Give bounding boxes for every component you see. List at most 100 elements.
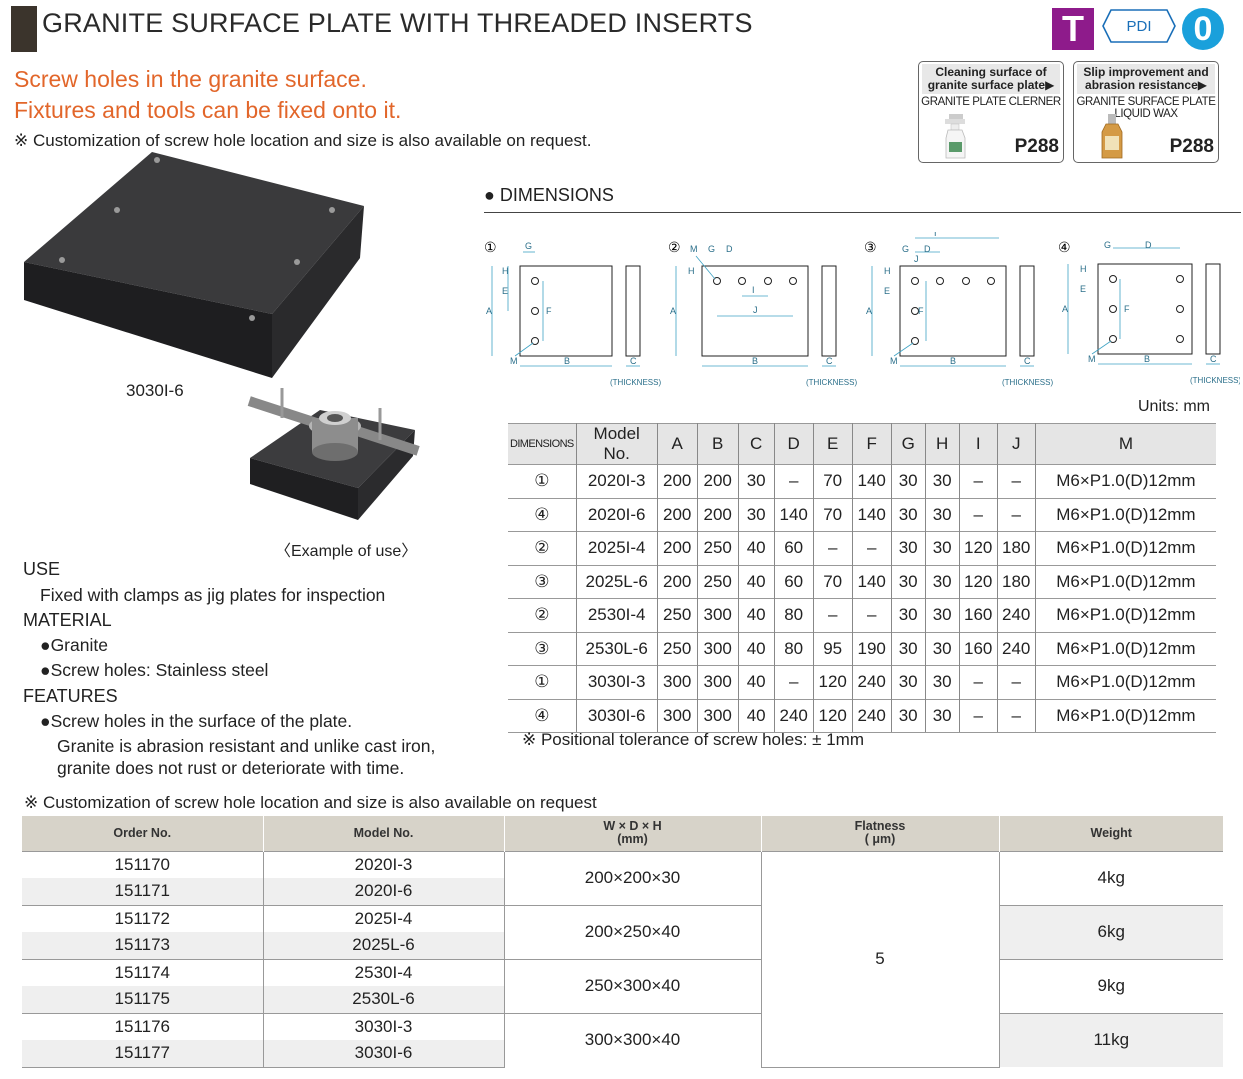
weight-cell: 9kg xyxy=(998,958,1223,1013)
plate-image-caption: 3030I-6 xyxy=(126,381,184,400)
order-no-cell: 151177 xyxy=(22,1040,263,1068)
table-cell: 30 xyxy=(890,598,926,632)
table-cell: 120 xyxy=(958,564,998,599)
features-heading: FEATURES xyxy=(23,686,118,706)
svg-text:G: G xyxy=(1104,240,1111,250)
dimensions-header-row: DIMENSIONS Model No. A B C D E F G H I J… xyxy=(508,423,1217,465)
product-name: GRANITE SURFACE PLATE LIQUID WAX xyxy=(1076,96,1216,120)
model-no-cell: 2020I-3 xyxy=(262,850,504,878)
table-cell: 240 xyxy=(996,631,1036,666)
table-cell: 95 xyxy=(812,631,853,666)
product-box-cleaner[interactable]: Cleaning surface of granite surface plat… xyxy=(918,61,1064,163)
table-cell: 2020I-3 xyxy=(575,464,658,498)
order-table: Order No. Model No. W × D × H(mm) Flatne… xyxy=(22,816,1223,1068)
model-no-header: Model No. xyxy=(262,816,504,851)
table-cell: 180 xyxy=(996,531,1036,565)
table-cell: 80 xyxy=(773,598,814,632)
table-cell: 40 xyxy=(737,564,775,599)
svg-text:E: E xyxy=(502,286,508,296)
table-cell: 30 xyxy=(890,497,926,532)
svg-text:D: D xyxy=(726,244,733,254)
table-cell: 30 xyxy=(924,665,960,699)
page-title: GRANITE SURFACE PLATE WITH THREADED INSE… xyxy=(42,8,753,38)
diagram-3: ③ I G D J H A E F B M C (THICKNESS) xyxy=(864,232,1053,387)
wdh-cell: 200×200×30 xyxy=(503,850,761,905)
table-cell: 240 xyxy=(851,665,892,699)
dimensions-divider xyxy=(484,212,1241,213)
table-cell: 300 xyxy=(656,665,698,699)
example-of-use-image xyxy=(247,388,420,520)
dimensions-table: DIMENSIONS Model No. A B C D E F G H I J… xyxy=(508,423,1217,733)
table-cell: 250 xyxy=(696,564,739,599)
table-cell: M6×P1.0(D)12mm xyxy=(1034,598,1217,632)
table-cell: – xyxy=(958,698,998,733)
svg-text:M: M xyxy=(510,356,518,366)
wdh-header: W × D × H(mm) xyxy=(503,816,761,851)
table-cell: ④ xyxy=(508,497,577,532)
table-cell: 60 xyxy=(773,564,814,599)
table-cell: – xyxy=(958,665,998,699)
model-no-cell: 2025L-6 xyxy=(262,932,504,959)
svg-text:F: F xyxy=(1124,304,1130,314)
features-line: granite does not rust or deteriorate wit… xyxy=(57,758,405,778)
order-customization-note: ※ Customization of screw hole location a… xyxy=(24,793,597,812)
diagram-4: ④ G D H A E F B M C (THICKNESS) xyxy=(1058,239,1240,385)
svg-text:(THICKNESS): (THICKNESS) xyxy=(1190,376,1240,385)
units-label: Units: mm xyxy=(1138,398,1210,415)
svg-text:D: D xyxy=(924,244,931,254)
table-cell: M6×P1.0(D)12mm xyxy=(1034,531,1217,565)
table-cell: 140 xyxy=(851,464,892,498)
spray-bottle-icon xyxy=(945,114,966,159)
table-cell: 240 xyxy=(851,698,892,733)
table-cell: 30 xyxy=(924,531,960,565)
svg-text:I: I xyxy=(752,285,755,295)
svg-text:C: C xyxy=(1210,354,1217,364)
model-no-cell: 3030I-6 xyxy=(262,1040,504,1068)
table-cell: ① xyxy=(508,464,577,498)
svg-text:G: G xyxy=(525,241,532,251)
table-cell: ③ xyxy=(508,564,577,599)
table-cell: 240 xyxy=(996,598,1036,632)
table-cell: 60 xyxy=(773,531,814,565)
table-cell: 30 xyxy=(737,464,775,498)
svg-text:G: G xyxy=(902,244,909,254)
svg-text:③: ③ xyxy=(864,239,877,255)
svg-text:F: F xyxy=(546,306,552,316)
wdh-cell: 250×300×40 xyxy=(503,958,761,1013)
table-cell: ② xyxy=(508,531,577,565)
svg-text:B: B xyxy=(950,356,956,366)
svg-text:J: J xyxy=(914,254,919,264)
svg-text:H: H xyxy=(884,266,891,276)
table-cell: 160 xyxy=(958,598,998,632)
svg-text:(THICKNESS): (THICKNESS) xyxy=(1002,378,1053,387)
table-cell: 180 xyxy=(996,564,1036,599)
example-image-caption: 〈Example of use〉 xyxy=(275,543,418,560)
table-cell: 30 xyxy=(924,631,960,666)
svg-text:M: M xyxy=(1088,354,1096,364)
pdi-logo-text: PDI xyxy=(1126,18,1151,35)
order-no-cell: 151174 xyxy=(22,958,263,986)
use-heading: USE xyxy=(23,559,61,579)
svg-text:B: B xyxy=(1144,354,1150,364)
product-box-wax[interactable]: Slip improvement and abrasion resistance… xyxy=(1073,61,1219,163)
svg-text:A: A xyxy=(1062,304,1068,314)
svg-text:D: D xyxy=(1145,240,1152,250)
table-cell: 80 xyxy=(773,631,814,666)
table-cell: 250 xyxy=(656,598,698,632)
table-cell: 300 xyxy=(696,698,739,733)
model-no-cell: 2530L-6 xyxy=(262,986,504,1013)
svg-text:F: F xyxy=(918,306,924,316)
svg-text:①: ① xyxy=(484,239,497,255)
svg-text:E: E xyxy=(884,286,890,296)
weight-cell: 11kg xyxy=(998,1012,1223,1067)
product-page-ref: P288 xyxy=(1014,136,1059,157)
table-cell: 140 xyxy=(773,497,814,532)
table-cell: 30 xyxy=(890,464,926,498)
granite-plate-image xyxy=(24,152,364,378)
